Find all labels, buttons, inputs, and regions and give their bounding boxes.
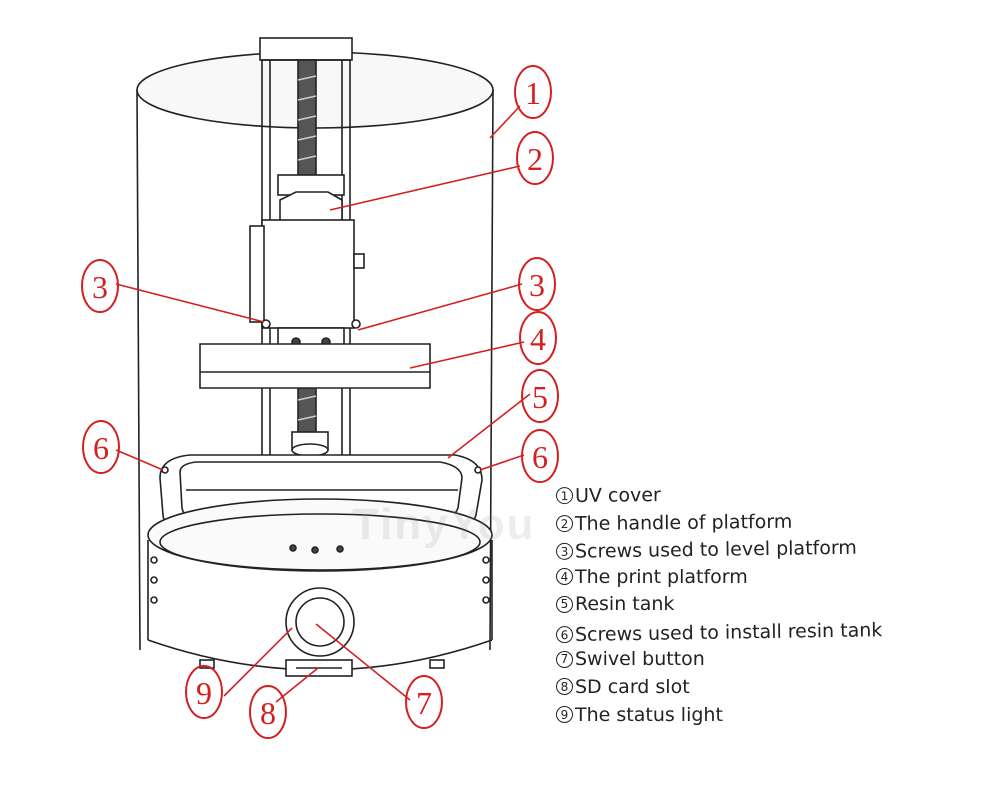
svg-text:6: 6 bbox=[532, 439, 548, 475]
uv-cover-left-edge bbox=[136, 89, 141, 651]
callout-3-right: 3 bbox=[518, 257, 556, 311]
svg-text:1: 1 bbox=[525, 75, 541, 111]
legend-label: The status light bbox=[575, 703, 723, 726]
watermark: TinyYou bbox=[352, 500, 536, 549]
svg-text:7: 7 bbox=[416, 685, 432, 721]
base-top bbox=[147, 498, 493, 572]
legend-number: 3 bbox=[555, 543, 574, 561]
svg-text:9: 9 bbox=[196, 675, 212, 711]
print-platform bbox=[199, 343, 431, 389]
callout-5: 5 bbox=[521, 369, 559, 423]
callout-3-left: 3 bbox=[81, 259, 119, 313]
legend-number: 6 bbox=[555, 626, 574, 644]
legend-number: 4 bbox=[556, 568, 573, 586]
legend-label: SD card slot bbox=[575, 675, 690, 698]
legend-label: Resin tank bbox=[575, 593, 675, 616]
legend-number: 9 bbox=[556, 706, 573, 724]
legend-label: UV cover bbox=[574, 483, 661, 507]
legend-label: The handle of platform bbox=[574, 510, 793, 535]
rail-top-bracket bbox=[259, 37, 353, 61]
legend-label: Screws used to install resin tank bbox=[574, 618, 883, 646]
callout-6-right: 6 bbox=[521, 429, 559, 483]
svg-text:3: 3 bbox=[529, 267, 545, 303]
printer-drawing bbox=[136, 37, 494, 677]
swivel-button bbox=[295, 597, 345, 647]
callout-2: 2 bbox=[516, 131, 554, 185]
callout-4: 4 bbox=[519, 311, 557, 365]
level-screw-right bbox=[351, 319, 361, 329]
callout-9: 9 bbox=[185, 665, 223, 719]
legend-number: 1 bbox=[555, 487, 574, 505]
callout-7: 7 bbox=[405, 675, 443, 729]
carriage-block bbox=[261, 219, 355, 329]
svg-text:4: 4 bbox=[530, 321, 546, 357]
uv-cover-right-edge bbox=[489, 89, 494, 651]
svg-text:3: 3 bbox=[92, 269, 108, 305]
legend-label: Screws used to level platform bbox=[574, 536, 858, 563]
svg-text:8: 8 bbox=[260, 695, 276, 731]
svg-text:5: 5 bbox=[532, 379, 548, 415]
legend-number: 2 bbox=[555, 514, 574, 533]
callout-1: 1 bbox=[514, 65, 552, 119]
callout-8: 8 bbox=[249, 685, 287, 739]
legend-number: 7 bbox=[556, 650, 573, 668]
callout-6-left: 6 bbox=[82, 420, 120, 474]
legend-label: Swivel button bbox=[575, 648, 705, 671]
legend-number: 5 bbox=[556, 595, 573, 613]
svg-text:2: 2 bbox=[527, 141, 543, 177]
legend-number: 8 bbox=[556, 678, 573, 696]
svg-text:6: 6 bbox=[93, 430, 109, 466]
callouts: 1 2 3 3 4 5 6 6 9 8 7 bbox=[81, 65, 559, 739]
legend-label: The print platform bbox=[575, 565, 748, 588]
